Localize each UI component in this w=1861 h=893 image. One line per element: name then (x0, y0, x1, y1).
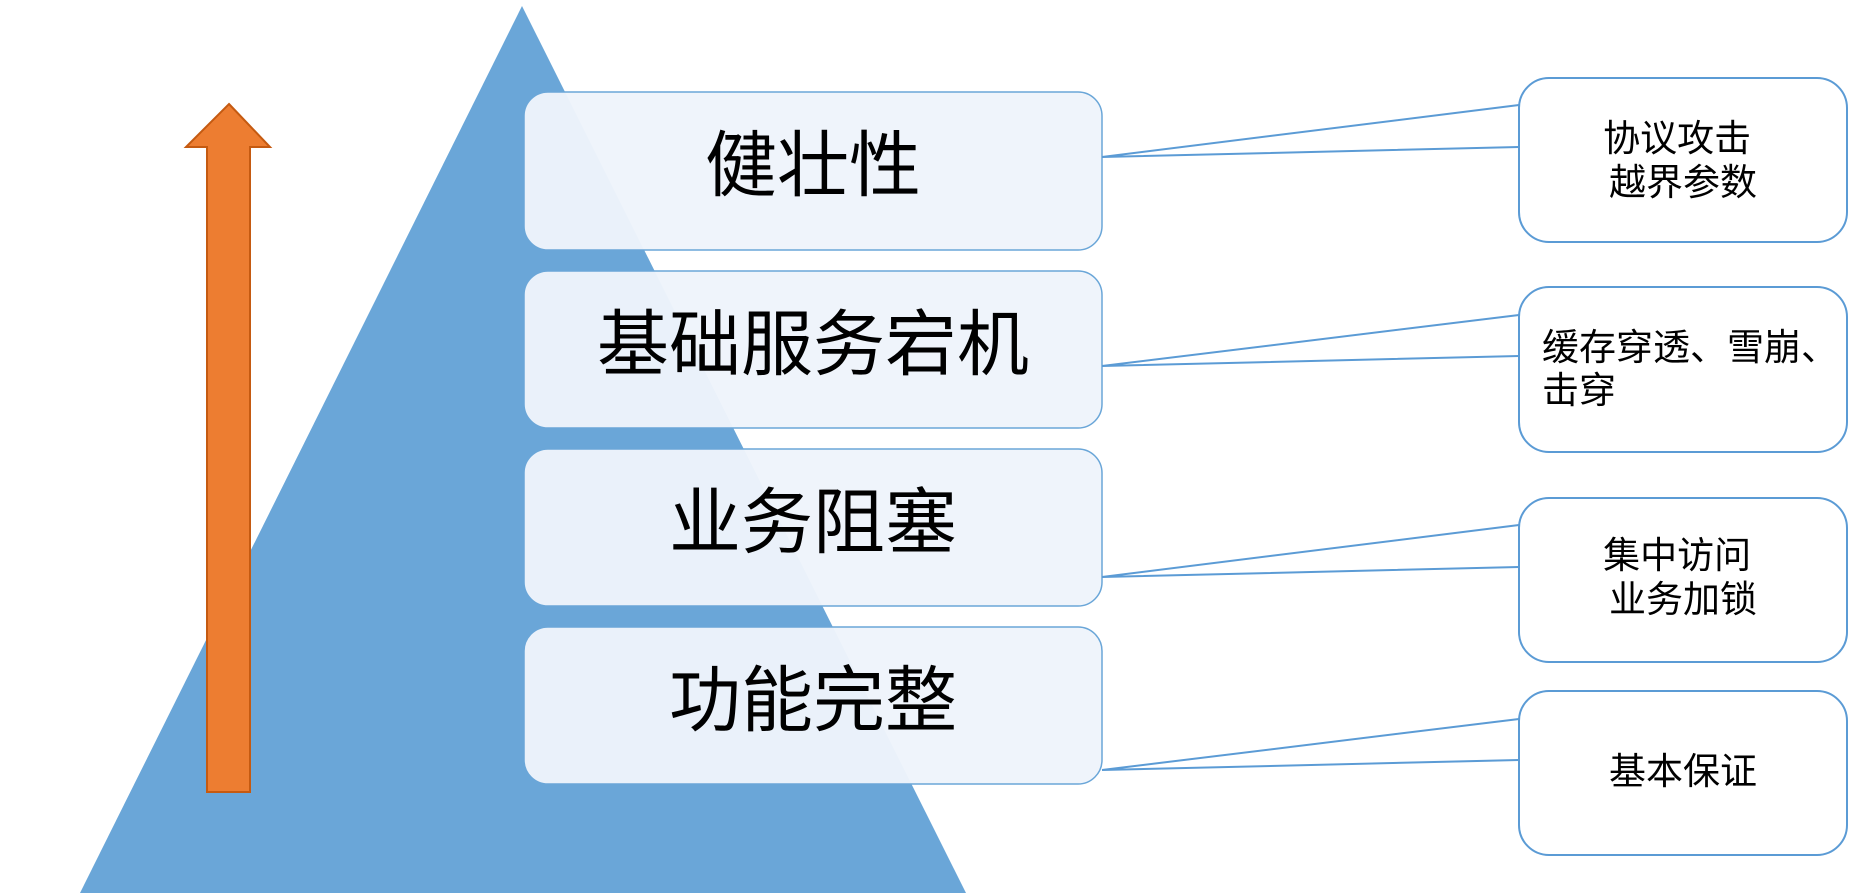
arrow-up-icon (183, 102, 273, 793)
level-label: 健壮性 (705, 124, 921, 208)
note-box (1518, 77, 1848, 243)
level-business-blocking: 业务阻塞 集中访问 业务加锁 (523, 448, 1848, 663)
level-label: 业务阻塞 (669, 481, 957, 565)
note-box (1518, 286, 1848, 453)
note-text: 缓存穿透、雪崩、 击穿 (1542, 326, 1850, 412)
connector-line (1101, 104, 1520, 158)
note-text: 协议攻击 越界参数 (1603, 117, 1763, 204)
level-label: 功能完整 (669, 659, 957, 743)
connector-line (1101, 718, 1520, 771)
level-box (523, 626, 1103, 785)
level-label: 基础服务宕机 (597, 303, 1029, 387)
level-box (523, 448, 1103, 607)
level-infrastructure-outage: 基础服务宕机 缓存穿透、雪崩、 击穿 (523, 270, 1850, 453)
level-box (523, 91, 1103, 251)
note-box (1518, 497, 1848, 663)
connector-line (1101, 524, 1520, 578)
note-text: 基本保证 (1609, 750, 1757, 793)
level-box (523, 270, 1103, 429)
note-text: 集中访问 业务加锁 (1603, 534, 1763, 621)
connector-line (1101, 314, 1520, 367)
note-box (1518, 690, 1848, 856)
level-functional-completeness: 功能完整 基本保证 (523, 626, 1848, 856)
level-robustness: 健壮性 协议攻击 越界参数 (523, 77, 1848, 251)
